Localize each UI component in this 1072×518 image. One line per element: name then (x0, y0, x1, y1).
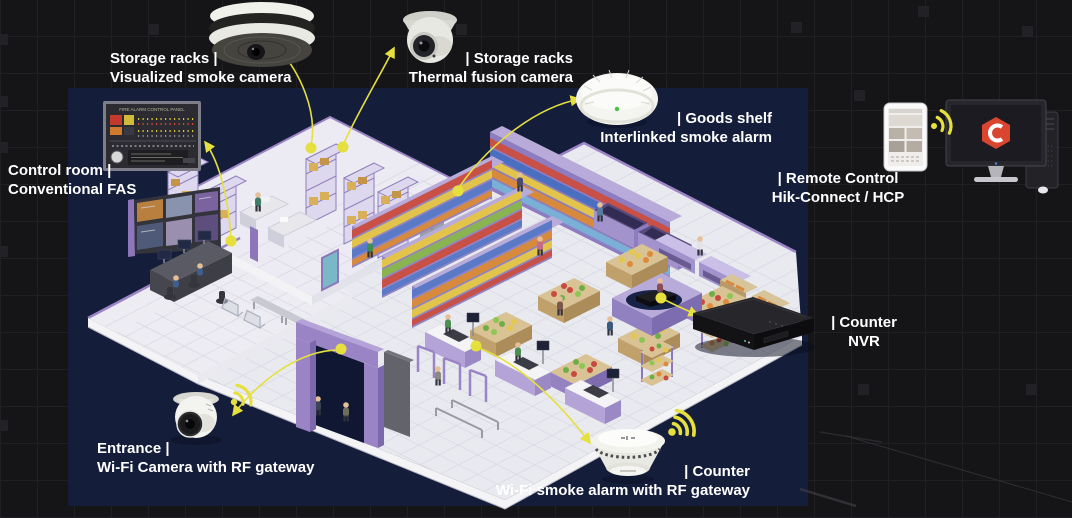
store-illustration (87, 115, 803, 510)
smartphone (883, 102, 928, 172)
people (255, 172, 703, 386)
entrance-arch (296, 319, 414, 448)
remote-control-devices (883, 99, 1059, 194)
checkout-counters (424, 312, 622, 424)
visualized-smoke-camera-device (209, 2, 315, 67)
security-gates (416, 344, 488, 402)
callout-entrance-camera: Entrance |Wi-Fi Camera with RF gateway (97, 440, 315, 476)
wifi-icon-entrance (230, 383, 253, 407)
thermal-fusion-camera-device (403, 11, 457, 63)
fas-panel-title: FIRE ALARM CONTROL PANEL (119, 107, 185, 112)
grocery-shelf-rows (352, 156, 564, 328)
control-desks (150, 230, 232, 302)
hik-logo-hexagon (982, 117, 1010, 149)
nvr-device (693, 297, 815, 357)
background-decor (0, 6, 1072, 508)
wifi-icon-phone (931, 109, 953, 135)
queue-rails (435, 399, 499, 438)
interlinked-smoke-alarm-device (576, 69, 658, 128)
poster-stand (321, 248, 339, 292)
wifi-icon-alarm (668, 408, 696, 437)
arrow-to-interlinked-smoke-alarm (457, 95, 582, 190)
callout-visualized-smoke-camera: Storage racks |Visualized smoke camera (110, 50, 292, 86)
wifi-smoke-alarm-device (591, 408, 696, 484)
callout-control-room-fas: Control room |Conventional FAS (8, 162, 137, 198)
monitor (945, 99, 1047, 182)
control-operators (164, 263, 228, 304)
arrow-to-thermal-fusion-camera (342, 46, 395, 146)
entrance-camera-device (170, 383, 253, 445)
arrow-to-entrance-camera (231, 349, 342, 417)
device-location-dots (225, 141, 667, 355)
fas-panel-device: FIRE ALARM CONTROL PANEL (103, 101, 201, 171)
pillar (250, 226, 258, 262)
packing-tables (238, 195, 318, 248)
arrow-to-wifi-smoke-alarm (475, 346, 592, 445)
arrow-to-fas-panel (204, 140, 232, 240)
shopping-carts (221, 297, 266, 329)
